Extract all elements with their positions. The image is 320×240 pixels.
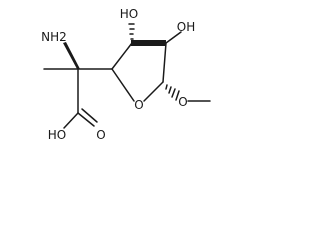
molecule-drawing: NH2 HO OH HO O O O [41, 7, 211, 142]
ring-oxygen-label: O [134, 98, 143, 112]
carboxyl-hydroxyl-label: HO [48, 128, 66, 142]
ring-bond-c1-c2 [111, 42, 133, 70]
hashed-bond-c4-methoxy [165, 84, 180, 101]
ring-bond-c3-c4 [162, 42, 167, 83]
ring-bond-oxygen-c1 [111, 68, 135, 102]
bond-carbonyl-1 [77, 112, 95, 127]
bond-carboxyl-to-hydroxyl [63, 112, 79, 129]
wedge-bond-to-amine [63, 42, 80, 69]
carbonyl-oxygen-label: O [96, 128, 105, 142]
amine-label: NH2 [41, 30, 67, 44]
ring-bond-c4-oxygen [143, 81, 164, 102]
bond-carbonyl-2 [81, 108, 98, 123]
hydroxyl-upper-left-label: HO [120, 7, 138, 21]
hydroxyl-upper-right-label: OH [177, 20, 195, 34]
bond-c3-hydroxyl [165, 31, 182, 44]
ring-bond-c2-c3-bold [131, 40, 166, 46]
hashed-bond-c2-hydroxyl [128, 23, 135, 40]
methoxy-oxygen-label: O [178, 95, 187, 109]
structure-diagram: NH2 HO OH HO O O O [0, 0, 226, 146]
